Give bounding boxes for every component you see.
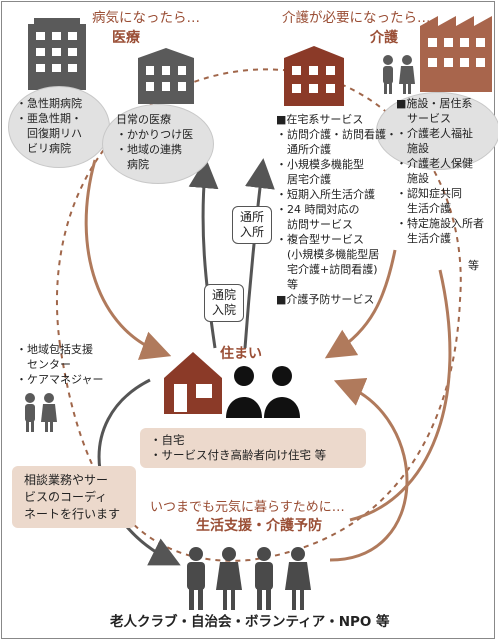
footer-label: 老人クラブ・自治会・ボランティア・NPO 等	[110, 614, 390, 630]
facility-service-item: 施設	[396, 142, 429, 155]
medical-heading: 病気になったら…	[92, 10, 200, 26]
medical-title: 医療	[112, 30, 140, 46]
tsuin-label: 通院	[211, 288, 236, 302]
home-types-box	[140, 428, 366, 468]
support-list: ・地域包括支援 センター ・ケアマネジャー	[16, 342, 103, 387]
home-type-item: ・サービス付き高齢者向け住宅 等	[150, 448, 327, 462]
hospital-item: ・亜急性期・	[16, 112, 82, 125]
home-service-item: 等	[276, 278, 298, 291]
arrow-prevention-to-home	[329, 378, 409, 562]
hospital-item: ・急性期病院	[16, 97, 82, 110]
hospital-item: 回復期リハ	[16, 127, 82, 140]
home-service-item: ・小規模多機能型	[276, 158, 364, 171]
consult-box	[12, 466, 136, 528]
facility-oval	[376, 92, 498, 170]
daily-medical-item: 病院	[116, 158, 149, 171]
home-service-item: 居宅介護	[276, 173, 331, 186]
facility-service-item: 施設	[396, 172, 429, 185]
tsuin-nyuin-tag: 通院 入院	[204, 284, 244, 322]
home-service-item: 訪問サービス	[276, 218, 353, 231]
care-facility-building-icon	[284, 46, 344, 106]
facility-service-item: ・介護老人保健	[396, 157, 473, 170]
prevention-heading: いつまでも元気に暮らすために…	[150, 500, 345, 515]
consult-line: ネートを行います	[24, 507, 121, 521]
daily-medical-item: ・かかりつけ医	[116, 128, 194, 141]
facility-service-item: ・認知症共同	[396, 187, 462, 200]
facility-service-item: 生活介護	[396, 202, 451, 215]
tsusho-nyusho-tag: 通所 入所	[232, 206, 272, 244]
house-icon	[164, 352, 222, 414]
arrow-home-to-care	[243, 158, 275, 349]
facility-service-item: ■施設・居住系	[396, 97, 473, 110]
home-service-item: ■介護予防サービス	[276, 293, 375, 306]
arrow-home-to-medical	[188, 158, 219, 349]
hospital-item: ビリ病院	[16, 142, 71, 155]
home-service-item: ・複合型サービス	[276, 233, 364, 246]
consult-line: ビスのコーディ	[24, 490, 108, 504]
hospital-oval	[8, 86, 110, 168]
daily-medical-oval	[102, 104, 214, 184]
daily-medical-item: ・地域の連携	[116, 143, 182, 156]
facility-services-list: ■施設・居住系 サービス ・介護老人福祉 施設 ・介護老人保健 施設 ・認知症共…	[396, 96, 484, 246]
hospital-list: ・急性期病院 ・亜急性期・ 回復期リハ ビリ病院	[16, 96, 82, 156]
home-services-list: ■在宅系サービス ・訪問介護・訪問看護・ 通所介護 ・小規模多機能型 居宅介護 …	[276, 112, 397, 307]
home-service-item: ・訪問介護・訪問看護・	[276, 128, 397, 141]
prevention-title: 生活支援・介護予防	[196, 518, 322, 534]
arrow-care-to-home	[324, 249, 397, 359]
clinic-building-icon	[138, 48, 194, 104]
care-heading: 介護が必要になったら…	[282, 10, 431, 26]
facility-service-item: 生活介護	[396, 232, 451, 245]
consult-line: 相談業務やサー	[24, 473, 109, 487]
hospital-building-icon	[28, 18, 86, 90]
support-item: センター	[16, 358, 71, 371]
home-service-item: ・短期入所生活介護	[276, 188, 375, 201]
daily-medical-title: 日常の医療	[116, 113, 171, 126]
facility-service-item: ・特定施設入所者	[396, 217, 484, 230]
care-manager-people-icon	[25, 393, 57, 432]
home-service-item: (小規模多機能型居	[276, 248, 380, 261]
nyuin-label: 入院	[211, 303, 236, 317]
nyusho-label: 入所	[239, 225, 264, 239]
home-type-item: ・自宅	[150, 433, 185, 447]
facility-service-item: サービス	[396, 112, 451, 125]
home-service-item: 通所介護	[276, 143, 331, 156]
home-service-item: ■在宅系サービス	[276, 113, 364, 126]
home-service-item: 宅介護+訪問看護)	[276, 263, 378, 276]
elderly-couple-icon	[226, 366, 300, 418]
arrow-medical-to-home	[84, 159, 172, 360]
support-item: ・地域包括支援	[16, 343, 93, 356]
home-types-list: ・自宅 ・サービス付き高齢者向け住宅 等	[150, 433, 326, 463]
home-title: 住まい	[220, 346, 262, 362]
facility-etc: 等	[468, 259, 479, 272]
home-service-item: ・24 時間対応の	[276, 203, 360, 216]
community-people-icon	[187, 547, 311, 610]
consult-text: 相談業務やサー ビスのコーディ ネートを行います	[24, 472, 120, 523]
daily-medical-list: 日常の医療 ・かかりつけ医 ・地域の連携 病院	[116, 112, 193, 172]
support-item: ・ケアマネジャー	[16, 373, 104, 386]
nursing-home-building-icon	[420, 16, 492, 92]
tsusho-label: 通所	[239, 210, 264, 224]
care-staff-people-icon	[383, 55, 415, 94]
facility-service-item: ・介護老人福祉	[396, 127, 473, 140]
arrow-right-arc	[349, 269, 452, 522]
care-title: 介護	[370, 30, 398, 46]
